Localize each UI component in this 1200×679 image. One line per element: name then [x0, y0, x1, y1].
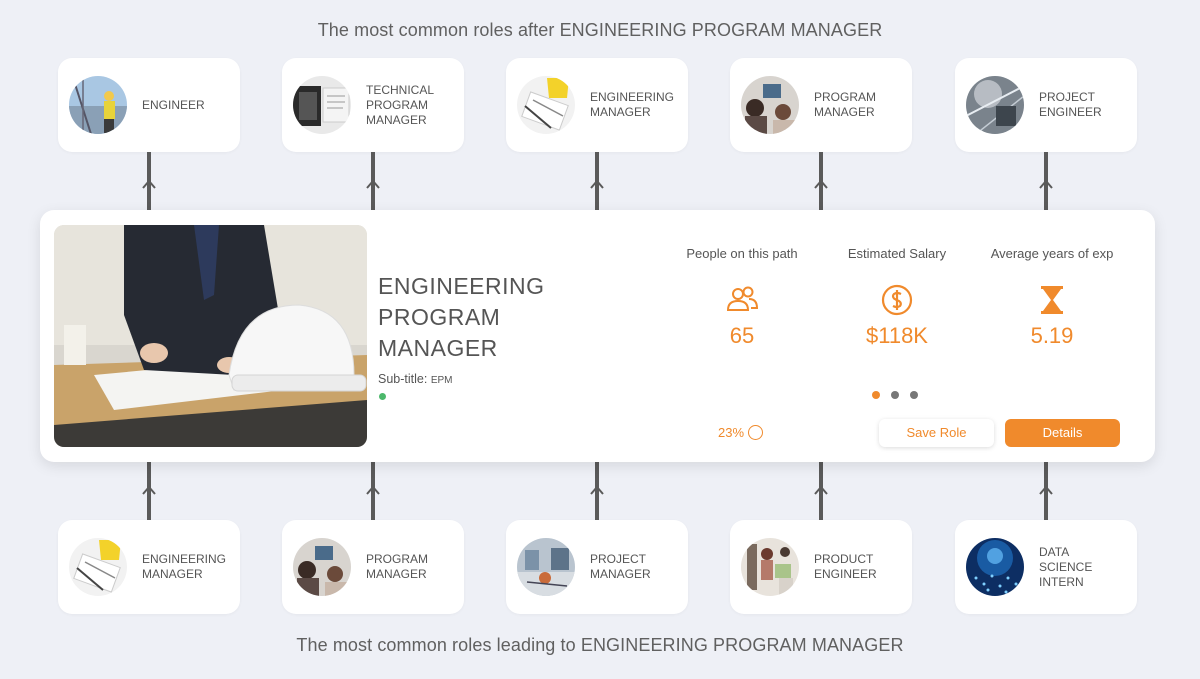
stat-experience: Average years of exp 5.19: [982, 246, 1122, 349]
up-arrow-icon: [814, 179, 828, 189]
previous-role-card-program-manager[interactable]: PROGRAM MANAGER: [282, 520, 464, 614]
up-arrow-icon: [1039, 179, 1053, 189]
stat-value: 65: [729, 323, 755, 348]
subtitle-code: EPM: [430, 375, 453, 386]
carousel-dot[interactable]: [910, 391, 918, 399]
data-science-intern-photo: [966, 538, 1024, 596]
next-role-name: ENGINEERING MANAGER: [590, 90, 675, 119]
up-arrow-icon: [590, 179, 604, 189]
path-connector: [595, 462, 599, 520]
stat-value: 5.19: [1030, 323, 1074, 348]
next-role-card-program-manager[interactable]: PROGRAM MANAGER: [730, 58, 912, 152]
up-arrow-icon: [366, 179, 380, 189]
previous-roles-heading: The most common roles leading to ENGINEE…: [296, 635, 904, 655]
match-value: 23%: [718, 425, 745, 440]
carousel-dots: [872, 391, 918, 399]
stat-label: Estimated Salary: [847, 246, 947, 261]
next-role-name: PROGRAM MANAGER: [814, 90, 877, 119]
engineering-manager-photo: [517, 76, 575, 134]
next-role-name: ENGINEER: [142, 97, 205, 112]
next-role-card-engineering-manager[interactable]: ENGINEERING MANAGER: [506, 58, 688, 152]
save-role-button[interactable]: Save Role: [879, 419, 994, 447]
path-connector: [1044, 462, 1048, 520]
previous-role-card-data-science-intern[interactable]: DATA SCIENCE INTERN: [955, 520, 1137, 614]
next-role-name: PROJECT ENGINEER: [1039, 90, 1102, 119]
status-dot: [379, 393, 386, 400]
next-roles-heading: The most common roles after ENGINEERING …: [317, 20, 883, 40]
project-manager-photo: [517, 538, 575, 596]
details-button[interactable]: Details: [1005, 419, 1120, 447]
stat-people: People on this path 65: [672, 246, 812, 349]
subtitle-label: Sub-title:: [378, 372, 428, 386]
previous-role-name: PROGRAM MANAGER: [366, 552, 429, 581]
previous-role-name: ENGINEERING MANAGER: [142, 552, 227, 581]
previous-role-card-engineering-manager[interactable]: ENGINEERING MANAGER: [58, 520, 240, 614]
carousel-dot[interactable]: [891, 391, 899, 399]
dollar-icon: [880, 283, 914, 317]
next-role-name: TECHNICAL PROGRAM MANAGER: [366, 82, 435, 127]
engineering-manager-photo: [69, 538, 127, 596]
previous-role-name: PRODUCT ENGINEER: [814, 552, 877, 581]
engineer-photo: [69, 76, 127, 134]
progress-ring-icon: [748, 425, 764, 440]
path-connector: [147, 462, 151, 520]
hourglass-icon: [1035, 283, 1069, 317]
people-icon: [725, 283, 759, 317]
current-role-subtitle: Sub-title: EPM: [378, 372, 453, 386]
stat-label: People on this path: [686, 246, 798, 261]
program-manager-photo: [293, 538, 351, 596]
program-manager-photo: [741, 76, 799, 134]
next-role-card-technical-program-manager[interactable]: TECHNICAL PROGRAM MANAGER: [282, 58, 464, 152]
project-engineer-photo: [966, 76, 1024, 134]
previous-role-card-project-manager[interactable]: PROJECT MANAGER: [506, 520, 688, 614]
previous-role-card-product-engineer[interactable]: PRODUCT ENGINEER: [730, 520, 912, 614]
previous-role-name: DATA SCIENCE INTERN: [1039, 544, 1093, 589]
previous-role-name: PROJECT MANAGER: [590, 552, 651, 581]
carousel-dot[interactable]: [872, 391, 880, 399]
stat-label: Average years of exp: [990, 246, 1114, 261]
stat-value: $118K: [866, 323, 928, 348]
up-arrow-icon: [142, 179, 156, 189]
path-connector: [371, 462, 375, 520]
product-engineer-photo: [741, 538, 799, 596]
current-role-card: ENGINEERING PROGRAM MANAGER Sub-title: E…: [40, 210, 1155, 462]
current-role-photo: [54, 225, 367, 447]
next-role-card-engineer[interactable]: ENGINEER: [58, 58, 240, 152]
current-role-title: ENGINEERING PROGRAM MANAGER: [378, 273, 545, 361]
match-indicator: 23%: [718, 425, 764, 440]
stat-salary: Estimated Salary $118K: [827, 246, 967, 349]
next-role-card-project-engineer[interactable]: PROJECT ENGINEER: [955, 58, 1137, 152]
technical-program-manager-photo: [293, 76, 351, 134]
path-connector: [819, 462, 823, 520]
